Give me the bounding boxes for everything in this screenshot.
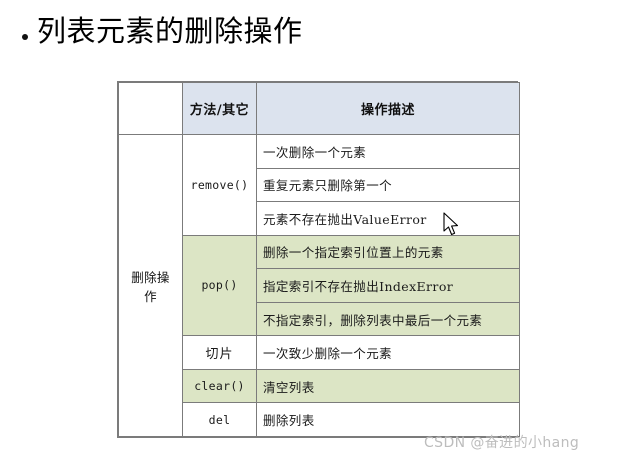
description-cell: 一次致少删除一个元素 — [256, 335, 520, 370]
page-title: 列表元素的删除操作 — [22, 12, 303, 50]
description-cell: 删除一个指定索引位置上的元素 — [256, 234, 520, 270]
method-cell: clear() — [182, 368, 257, 404]
description-cell: 清空列表 — [256, 368, 520, 404]
header-blank-cell — [118, 82, 183, 135]
table-row: 元素不存在抛出ValueError — [119, 201, 520, 236]
table-row: pop()删除一个指定索引位置上的元素 — [119, 234, 520, 337]
table-row: 不指定索引，删除列表中最后一个元素 — [119, 301, 520, 337]
bullet-point-icon — [22, 34, 28, 40]
table-row: 重复元素只删除第一个 — [119, 167, 520, 203]
table-header: 方法/其它 操作描述 — [118, 82, 520, 135]
description-cell: 重复元素只删除第一个 — [256, 167, 520, 203]
page-title-text: 列表元素的删除操作 — [37, 14, 303, 48]
description-cell: 一次删除一个元素 — [256, 134, 520, 169]
method-cell: pop() — [182, 234, 257, 337]
table-header-row: 方法/其它 操作描述 — [118, 82, 520, 135]
csdn-watermark: CSDN @奋进的小hang — [424, 435, 580, 451]
method-cell: del — [182, 402, 257, 437]
description-cell: 元素不存在抛出ValueError — [256, 201, 520, 236]
description-cell: 不指定索引，删除列表中最后一个元素 — [256, 301, 520, 337]
table-row: clear()清空列表 — [119, 368, 520, 404]
header-description-cell: 操作描述 — [256, 82, 520, 135]
table-row: 切片一次致少删除一个元素 — [119, 335, 520, 370]
description-cell: 指定索引不存在抛出IndexError — [256, 268, 520, 303]
table-row: 指定索引不存在抛出IndexError — [119, 268, 520, 303]
category-cell: 删除操作 — [118, 134, 183, 437]
method-cell: 切片 — [182, 335, 257, 370]
description-cell: 删除列表 — [256, 402, 520, 437]
method-cell: remove() — [182, 134, 257, 236]
header-method-cell: 方法/其它 — [182, 82, 257, 135]
